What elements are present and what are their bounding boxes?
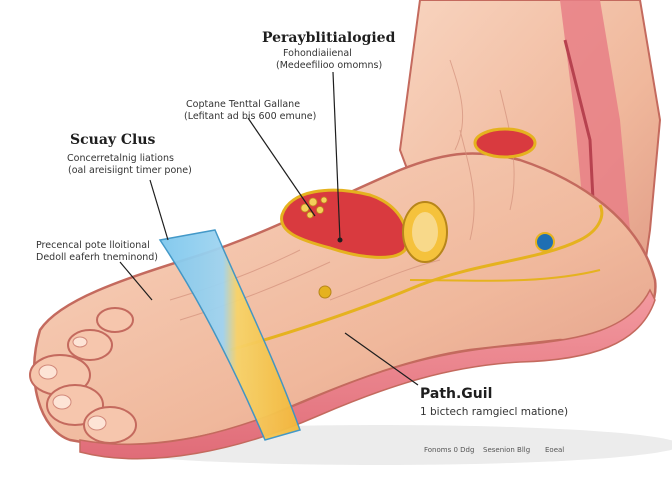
- toenails: [38, 336, 107, 431]
- label-top-title: Perayblitialogied: [262, 30, 396, 46]
- tendon-line: [229, 204, 604, 352]
- label-left-line1: Concerretalnig liations: [67, 153, 174, 164]
- footer-item-1: Fonoms 0 Ddg: [424, 446, 475, 454]
- leader-lines: [119, 71, 419, 386]
- lesion-granules: [300, 196, 328, 219]
- blue-nodule: [535, 232, 555, 252]
- label-mid-line1: Coptane Tenttal Gallane: [186, 99, 301, 110]
- label-top-line2: (Medeefilioo omomns): [276, 60, 383, 71]
- upper-lesion: [473, 127, 537, 159]
- sole-layer: [79, 288, 656, 460]
- footer-item-3: Eoeal: [545, 446, 565, 454]
- central-lesion: [280, 188, 409, 259]
- label-bottom-title: Path.Guil: [420, 386, 493, 402]
- small-nodule: [318, 285, 332, 299]
- tendon-line-2: [409, 269, 601, 282]
- label-bottom-line1: 1 bictech ramgiecl matione): [420, 406, 569, 418]
- label-top-line1: Fohondiaiienal: [283, 48, 352, 59]
- compression-band: [158, 229, 301, 441]
- label-left-line2: (oal areisiignt timer pone): [68, 165, 192, 176]
- label-mid-line2: (Lefitant ad bis 600 emune): [184, 111, 317, 122]
- label-lower-line2: Dedoll eaferh tneminond): [36, 252, 159, 263]
- label-left-title: Scuay Clus: [70, 132, 156, 148]
- footer-item-2: Sesenion Bllg: [483, 446, 531, 454]
- label-lower-line1: Precencal pote lloitional: [36, 240, 150, 251]
